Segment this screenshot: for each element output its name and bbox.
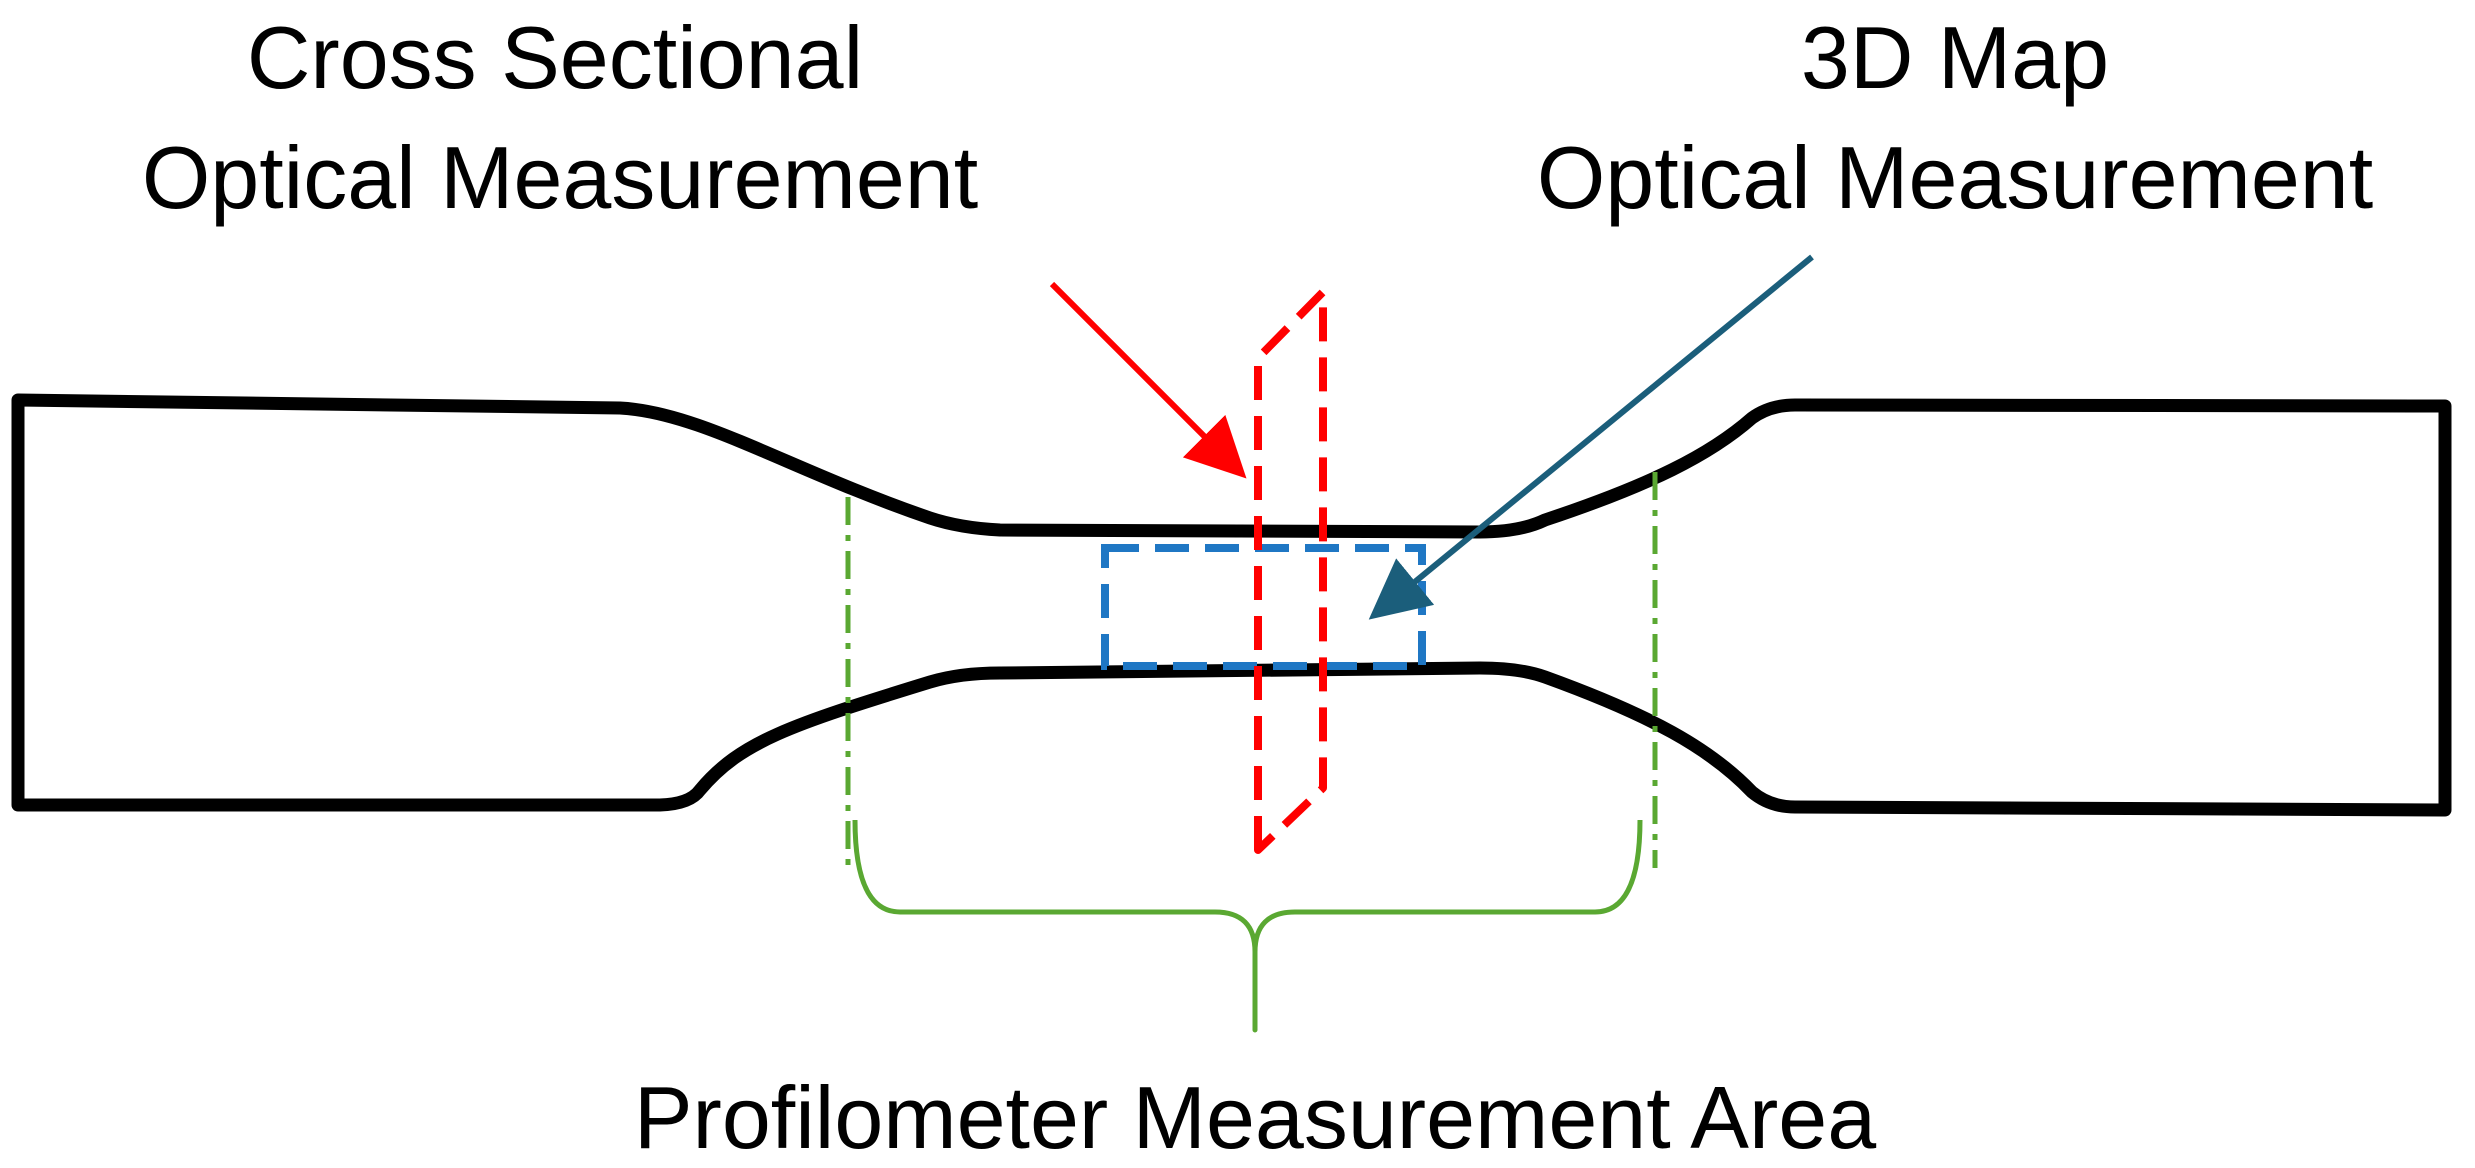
cross-sectional-label-line2: Optical Measurement — [142, 128, 978, 227]
cross-sectional-label-line1: Cross Sectional — [247, 8, 863, 107]
cross-section-arrow — [1049, 281, 1247, 479]
cross-section-plane — [1254, 288, 1327, 854]
map-3d-region — [1101, 544, 1426, 670]
map-3d-arrow — [1368, 254, 1814, 620]
map-3d-label-line2: Optical Measurement — [1537, 128, 2373, 227]
profilometer-brace — [852, 819, 1643, 1033]
specimen-outline — [11, 393, 2452, 817]
profilometer-label: Profilometer Measurement Area — [634, 1068, 1876, 1167]
map-3d-label-line1: 3D Map — [1801, 8, 2109, 107]
